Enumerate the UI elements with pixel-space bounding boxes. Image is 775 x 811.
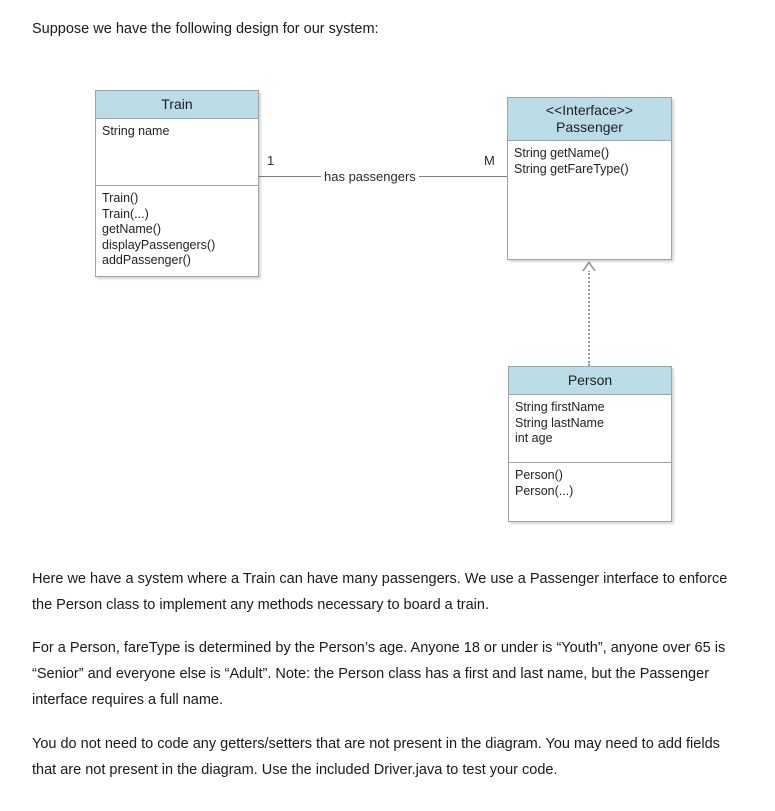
uml-interface-passenger-title: <<Interface>> Passenger xyxy=(508,98,671,141)
intro-text: Suppose we have the following design for… xyxy=(32,21,379,37)
uml-interface-passenger-stereotype: <<Interface>> xyxy=(545,102,634,118)
multiplicity-train: 1 xyxy=(267,153,275,168)
attribute-row: int age xyxy=(515,431,553,445)
uml-class-train-name: Train xyxy=(161,96,193,112)
association-label-has-passengers: has passengers xyxy=(321,168,419,185)
uml-interface-passenger[interactable]: <<Interface>> Passenger String getName()… xyxy=(507,97,672,260)
method-row: Train(...) xyxy=(102,206,149,221)
uml-class-person-title: Person xyxy=(509,367,671,395)
uml-class-train-title: Train xyxy=(96,91,258,119)
paragraph-faretype-rules: For a Person, fareType is determined by … xyxy=(32,640,726,708)
attribute-row: String lastName xyxy=(515,415,604,430)
method-row: displayPassengers() xyxy=(102,237,216,252)
uml-class-train[interactable]: Train String name Train() Train(...) get… xyxy=(95,90,259,277)
paragraph-system-overview: Here we have a system where a Train can … xyxy=(32,571,728,613)
uml-class-person[interactable]: Person String firstName String lastName … xyxy=(508,366,672,522)
attribute-row: String name xyxy=(102,124,170,138)
uml-class-person-attributes: String firstName String lastName int age xyxy=(509,395,671,462)
uml-interface-passenger-name: Passenger xyxy=(556,119,623,135)
uml-class-person-name: Person xyxy=(567,372,613,388)
paragraph-implementation-notes: You do not need to code any getters/sett… xyxy=(32,736,720,778)
method-row: Person() xyxy=(515,468,563,482)
uml-class-diagram: has passengers 1 M Train String name Tra… xyxy=(0,80,775,550)
attribute-row: String firstName xyxy=(515,400,605,414)
uml-class-train-methods: Train() Train(...) getName() displayPass… xyxy=(96,185,258,272)
uml-class-train-attributes: String name xyxy=(96,119,258,185)
uml-interface-passenger-methods: String getName() String getFareType() xyxy=(508,141,671,254)
method-row: String getName() xyxy=(514,146,610,160)
method-row: getName() xyxy=(102,222,162,236)
method-row: String getFareType() xyxy=(514,161,629,176)
realization-line-person-passenger xyxy=(588,270,590,366)
hollow-triangle-arrow-icon xyxy=(582,261,596,271)
method-row: Person(...) xyxy=(515,483,574,498)
uml-class-person-methods: Person() Person(...) xyxy=(509,462,671,522)
multiplicity-passenger: M xyxy=(484,153,495,168)
method-row: Train() xyxy=(102,191,139,205)
method-row: addPassenger() xyxy=(102,253,191,267)
